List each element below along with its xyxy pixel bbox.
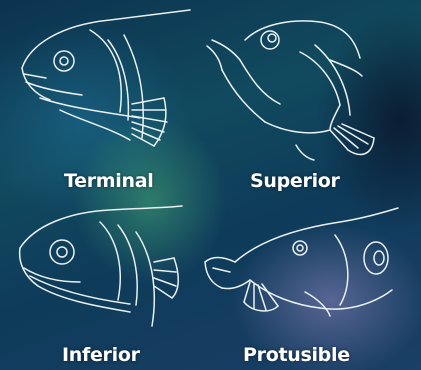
terminal-mouth-fish-sketch	[22, 10, 190, 146]
label-protusible: Protusible	[243, 344, 350, 366]
inferior-mouth-fish-sketch	[20, 206, 182, 326]
label-terminal: Terminal	[64, 170, 153, 192]
superior-mouth-fish-sketch	[207, 21, 374, 160]
label-inferior: Inferior	[62, 344, 140, 366]
label-superior: Superior	[250, 170, 340, 192]
protusible-mouth-fish-sketch	[205, 208, 398, 316]
